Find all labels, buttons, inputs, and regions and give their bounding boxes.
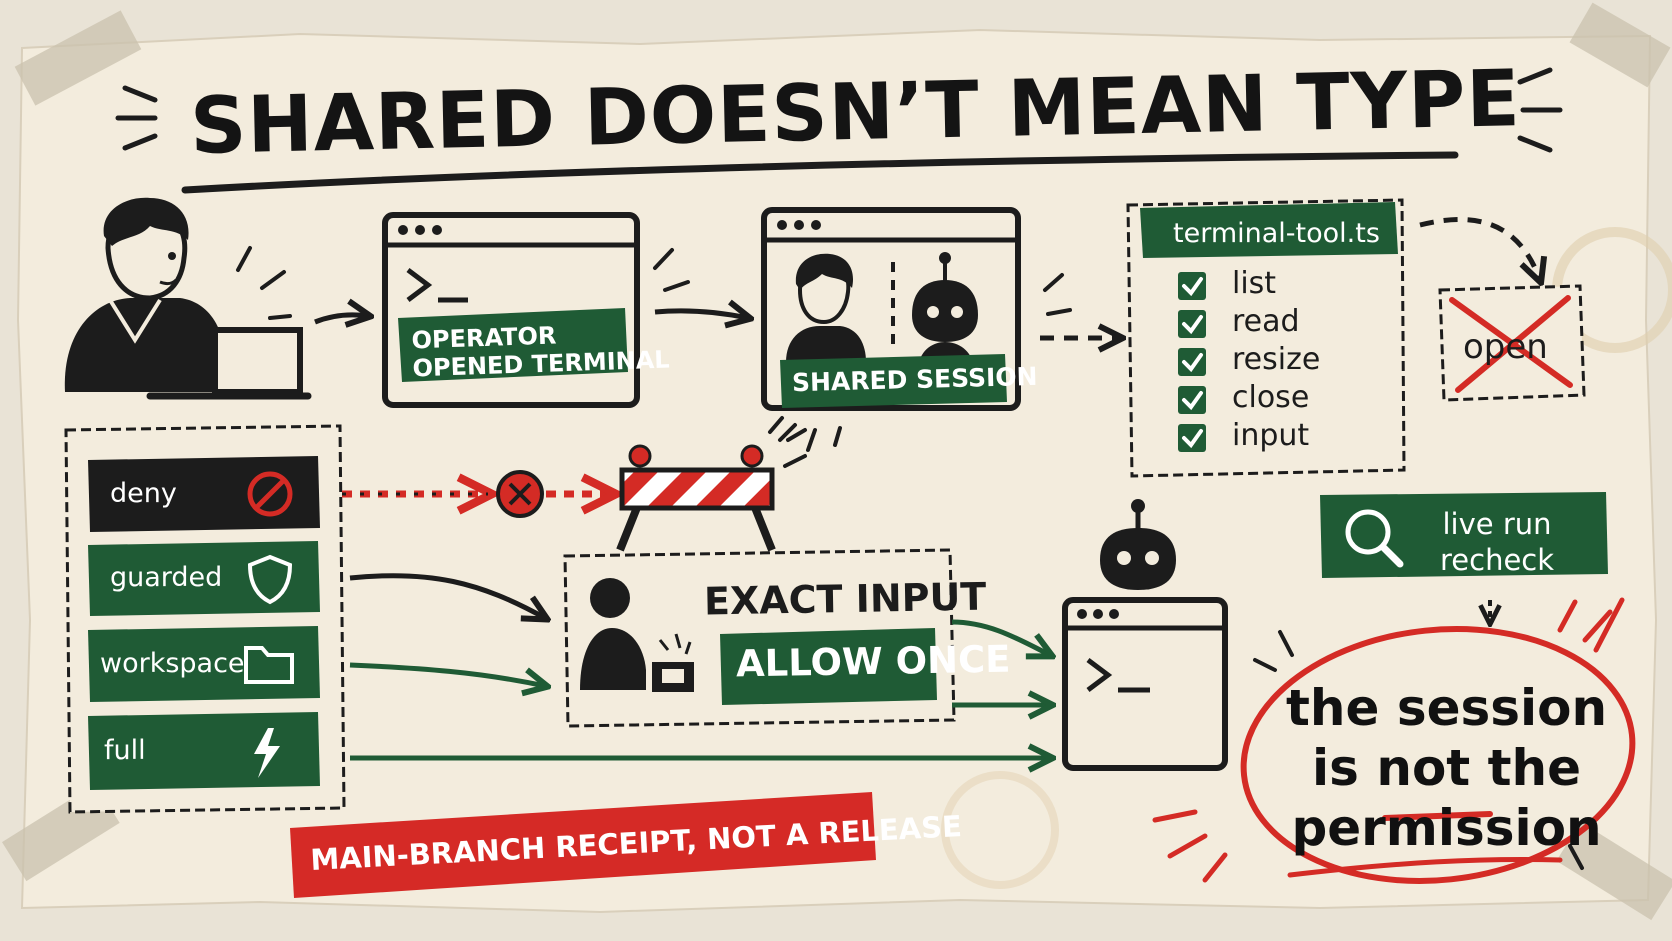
excluded-action: open [1463, 327, 1548, 367]
blocked-icon [496, 470, 544, 518]
tape-top-right [1569, 2, 1671, 88]
permission-workspace: workspace [100, 648, 245, 679]
magnifier-icon [1345, 509, 1404, 568]
operator-figure [64, 197, 312, 400]
checklist-item: list [1232, 266, 1277, 301]
approval-to-target-arrow [951, 619, 1050, 655]
approval-card [563, 548, 956, 728]
callout-word-is: is [1312, 739, 1359, 797]
callout-line2: is not the [1286, 738, 1607, 798]
operator-terminal-window [382, 212, 640, 408]
barrier-icon [616, 444, 776, 552]
recheck-line2: recheck [1440, 543, 1555, 577]
guarded-arrow [349, 573, 545, 618]
checklist-item: close [1232, 380, 1310, 415]
workspace-arrow [349, 662, 545, 686]
approval-line2: ALLOW ONCE [735, 637, 1011, 686]
permission-full: full [104, 735, 146, 766]
target-terminal-window [1062, 597, 1228, 771]
shared-session-window [761, 207, 1021, 411]
robot-figure [1100, 499, 1176, 590]
arrow-tool-to-open [1419, 217, 1540, 280]
callout-line1: the session [1286, 679, 1608, 737]
permission-guarded: guarded [110, 562, 223, 593]
tool-checklist-card [1126, 198, 1406, 478]
checklist-item: resize [1232, 342, 1321, 377]
terminal-label: OPERATOR OPENED TERMINAL [411, 318, 670, 382]
arrow-terminal-to-session [654, 311, 748, 318]
callout-line3: permission [1291, 799, 1602, 857]
recheck-label: live run recheck [1440, 506, 1554, 578]
no-entry-icon [247, 471, 293, 517]
permission-levels-panel [64, 424, 346, 814]
tool-filename: terminal-tool.ts [1173, 218, 1380, 249]
callout-text: the session is not the permission [1286, 678, 1607, 858]
checklist-item: read [1232, 304, 1300, 339]
permission-deny: deny [110, 478, 177, 509]
arrow-operator-to-terminal [314, 315, 368, 322]
title-sparks [115, 67, 1563, 153]
checklist-item: input [1232, 418, 1310, 453]
callout-word-the: the [1487, 739, 1582, 797]
receipt-banner [290, 792, 876, 898]
callout-word-not: not [1376, 739, 1471, 797]
lightning-icon [254, 728, 280, 778]
tape-bottom-right [1556, 821, 1672, 921]
recheck-line1: live run [1442, 507, 1552, 541]
tape-top-left [14, 10, 142, 106]
recheck-badge [1320, 492, 1608, 578]
callout-circle [1152, 597, 1636, 884]
folder-icon [244, 646, 294, 684]
shield-icon [247, 554, 293, 605]
title-underline [181, 151, 1459, 194]
open-crossed-out-card [1438, 284, 1586, 402]
approval-line1: EXACT INPUT [703, 574, 987, 624]
